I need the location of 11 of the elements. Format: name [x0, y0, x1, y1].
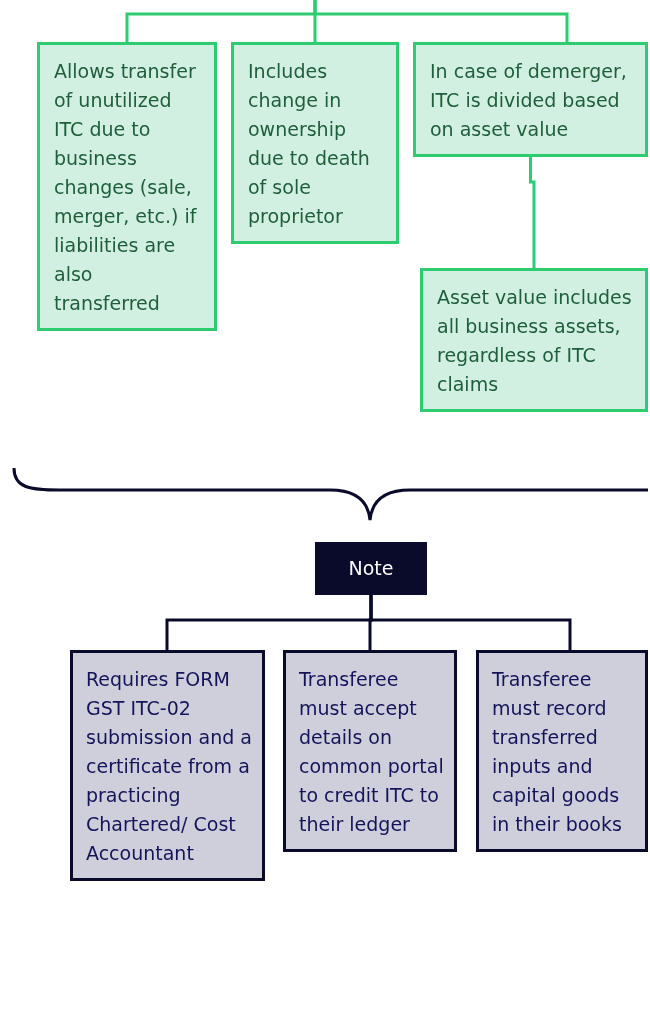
text-box: Includes change in ownership due to death of sole proprietor	[231, 42, 399, 244]
connector-line	[529, 157, 536, 268]
connector-line	[369, 595, 572, 650]
text-box: Allows transfer of unutilized ITC due to business changes (sale, merger, etc.) if liabilities are also transferred	[37, 42, 217, 331]
text-box: Requires FORM GST ITC-02 submission and a certificate from a practicing Chartered/ Cost Accountant	[70, 650, 265, 881]
text-box: Transferee must record transferred inputs and capital goods in their books	[476, 650, 648, 852]
connector-line	[313, 0, 569, 42]
text-box: Asset value includes all business assets, regardless of ITC claims	[420, 268, 648, 412]
text-box: Transferee must accept details on common portal to credit ITC to their ledger	[283, 650, 457, 852]
text-box: In case of demerger, ITC is divided based on asset value	[413, 42, 648, 157]
note-box: Note	[315, 542, 427, 595]
